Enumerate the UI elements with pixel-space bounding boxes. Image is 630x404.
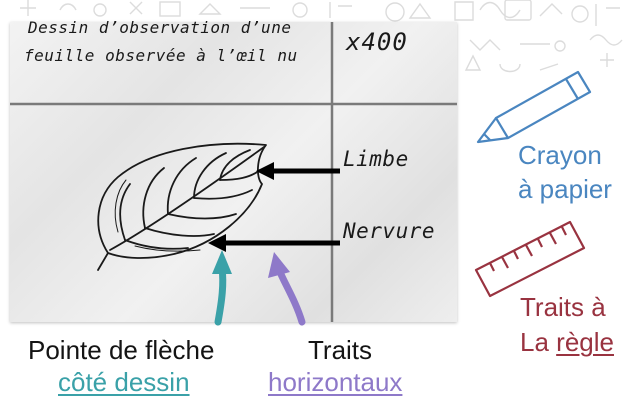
caption-arrow-tip-line-1: Pointe de flèche: [28, 335, 215, 365]
table-title-line-2: feuille observée à l’œil nu: [24, 46, 298, 65]
caption-lines-line-1: Traits: [308, 335, 373, 365]
leaf-icon: [97, 142, 267, 271]
caption-lines-line-2: horizontaux: [268, 367, 403, 397]
ruler-caption-prefix: La: [520, 327, 557, 357]
ruler-caption-line-1: Traits à: [520, 292, 606, 322]
pencil-caption-line-1: Crayon: [518, 140, 602, 170]
zoom-value: x400: [346, 28, 408, 56]
arrow-icon: [208, 234, 340, 252]
teal-curved-arrow-icon: [212, 250, 232, 326]
label-nervure: Nervure: [343, 219, 436, 243]
caption-arrow-tip-line-2: côté dessin: [58, 367, 190, 397]
arrow-icon: [256, 162, 340, 180]
ruler-caption-line-2: La règle: [520, 327, 614, 358]
ruler-icon: [474, 220, 586, 298]
pencil-caption-line-2: à papier: [518, 174, 612, 204]
label-limbe: Limbe: [343, 147, 409, 171]
crumpled-paper-sheet: [10, 22, 457, 322]
lavender-curved-arrow-icon: [268, 252, 306, 326]
ruler-caption-word: règle: [556, 327, 614, 357]
table-title-line-1: Dessin d’observation d’une: [28, 18, 292, 37]
pencil-icon: [476, 70, 592, 144]
